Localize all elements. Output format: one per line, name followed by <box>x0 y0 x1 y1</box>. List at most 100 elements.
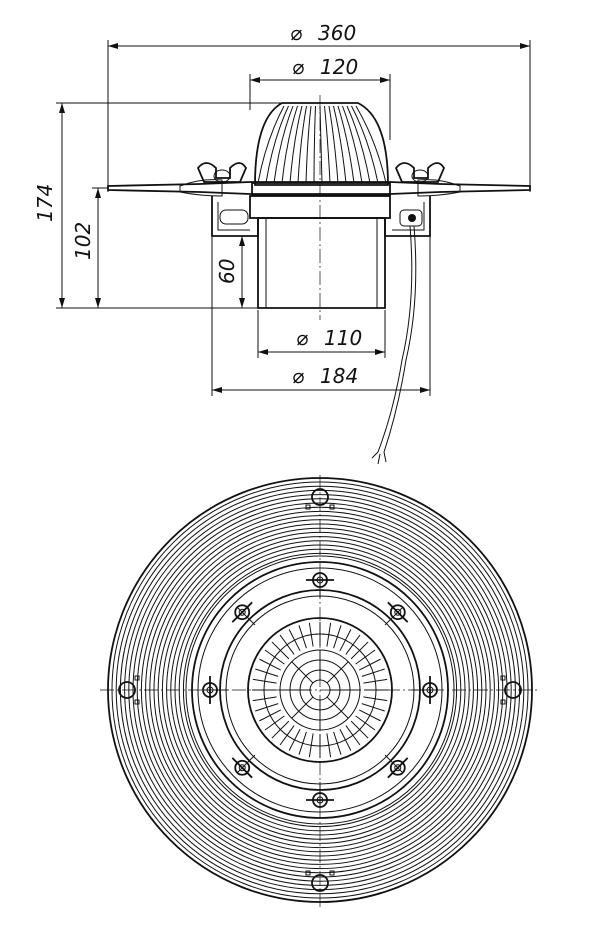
dim-120-label: 120 <box>320 55 358 79</box>
dim-184-symbol: ⌀ <box>292 364 304 388</box>
dome-rib <box>313 105 316 184</box>
dome-rib <box>333 105 347 184</box>
dome-rib <box>281 105 298 184</box>
clamp-bolt <box>306 782 334 808</box>
dim-174-label: 174 <box>33 184 57 222</box>
cap-spoke <box>326 696 349 719</box>
bolt-hole <box>316 576 324 584</box>
membrane-flange <box>107 179 531 197</box>
mount-hole <box>118 675 140 705</box>
clamp-ring-outer <box>191 561 449 819</box>
dome-cap-spokes <box>280 650 360 730</box>
dim-120-symbol: ⌀ <box>292 55 304 79</box>
dimension-102: 102 <box>71 187 108 308</box>
membrane-ring <box>136 506 504 874</box>
wing-nut-left <box>196 162 248 183</box>
bolt-head <box>312 792 328 808</box>
membrane-rings <box>107 477 533 903</box>
mount-hole <box>500 675 522 705</box>
dome-rib <box>355 105 387 184</box>
dome-slot-ring <box>263 633 377 747</box>
bolt-stem <box>237 607 256 626</box>
wing-nut-right <box>394 162 446 183</box>
mount-hole <box>305 488 335 510</box>
dim-360-symbol: ⌀ <box>290 21 302 45</box>
clamp-bolts <box>202 572 438 808</box>
leaf-guard-dome <box>251 102 391 196</box>
bolt-hole <box>206 686 214 694</box>
membrane-ring <box>161 531 479 849</box>
dome-rib <box>342 105 363 184</box>
bolt-stem <box>384 607 403 626</box>
dim-110-label: 110 <box>324 326 362 350</box>
mount-hole-circle <box>311 874 329 892</box>
clamp-bolt <box>231 754 256 779</box>
mount-tab <box>500 675 506 681</box>
dimension-360: ⌀ 360 <box>107 21 531 192</box>
cap-spoke <box>326 661 349 684</box>
dimension-184: ⌀ 184 <box>211 205 431 396</box>
bolt-hole <box>394 764 402 772</box>
side-section-view: ⌀ 360 ⌀ 120 174 102 60 <box>33 21 531 465</box>
dimension-60: 60 <box>215 235 258 308</box>
bolt-stem <box>384 754 403 773</box>
bolt-head <box>234 759 251 776</box>
clamp-bolt <box>384 754 409 779</box>
membrane-ring <box>153 523 487 857</box>
clamp-bolt <box>412 676 438 704</box>
drain-body <box>211 195 431 237</box>
membrane-ring <box>111 481 529 899</box>
dome-rib <box>257 105 285 184</box>
dimension-174: 174 <box>33 102 285 309</box>
mount-hole <box>305 870 335 892</box>
mount-tab <box>134 675 140 681</box>
bolt-hole <box>238 764 246 772</box>
dim-360-label: 360 <box>318 21 356 45</box>
bolt-stem <box>237 754 256 773</box>
mount-hole-circle <box>118 681 136 699</box>
bolt-head <box>312 572 328 588</box>
bolt-hole <box>238 608 246 616</box>
bolt-head <box>422 682 438 698</box>
membrane-ring <box>149 519 491 861</box>
clamp-bolt <box>306 572 334 598</box>
clamp-ring-edge <box>197 567 443 813</box>
dome-slots <box>252 622 388 758</box>
dome-rib <box>346 105 371 184</box>
dim-60-label: 60 <box>215 259 239 284</box>
clamp-bolt <box>231 601 256 626</box>
membrane-outer-edge <box>107 477 533 903</box>
bolt-hole <box>394 608 402 616</box>
dome-outer-circle <box>247 617 393 763</box>
membrane-ring <box>157 527 483 853</box>
dimension-120: ⌀ 120 <box>249 55 391 140</box>
dim-102-label: 102 <box>71 222 95 260</box>
mount-hole-circle <box>311 488 329 506</box>
mount-hole-circle <box>504 681 522 699</box>
bolt-head <box>202 682 218 698</box>
heating-cable <box>371 225 417 465</box>
clamp-bolt <box>384 601 409 626</box>
membrane-ring <box>166 536 474 844</box>
mount-tab <box>500 699 506 705</box>
membrane-ring <box>132 502 508 878</box>
membrane-ring <box>124 494 516 886</box>
mount-tab <box>305 504 311 510</box>
membrane-ring <box>119 489 521 891</box>
membrane-ring <box>140 510 500 870</box>
dome-rib <box>324 105 331 184</box>
bolt-head <box>234 604 251 621</box>
bolt-head <box>389 759 406 776</box>
dome-rib <box>319 105 323 184</box>
bolt-head <box>389 604 406 621</box>
mount-tab <box>329 870 335 876</box>
mount-tab <box>305 870 311 876</box>
membrane-ring <box>174 544 466 836</box>
top-plan-view <box>100 475 540 908</box>
mount-tab <box>134 699 140 705</box>
membrane-ring <box>182 552 458 828</box>
dimension-110: ⌀ 110 <box>257 310 386 358</box>
cap-spoke <box>291 696 314 719</box>
dome-rib <box>297 105 307 184</box>
